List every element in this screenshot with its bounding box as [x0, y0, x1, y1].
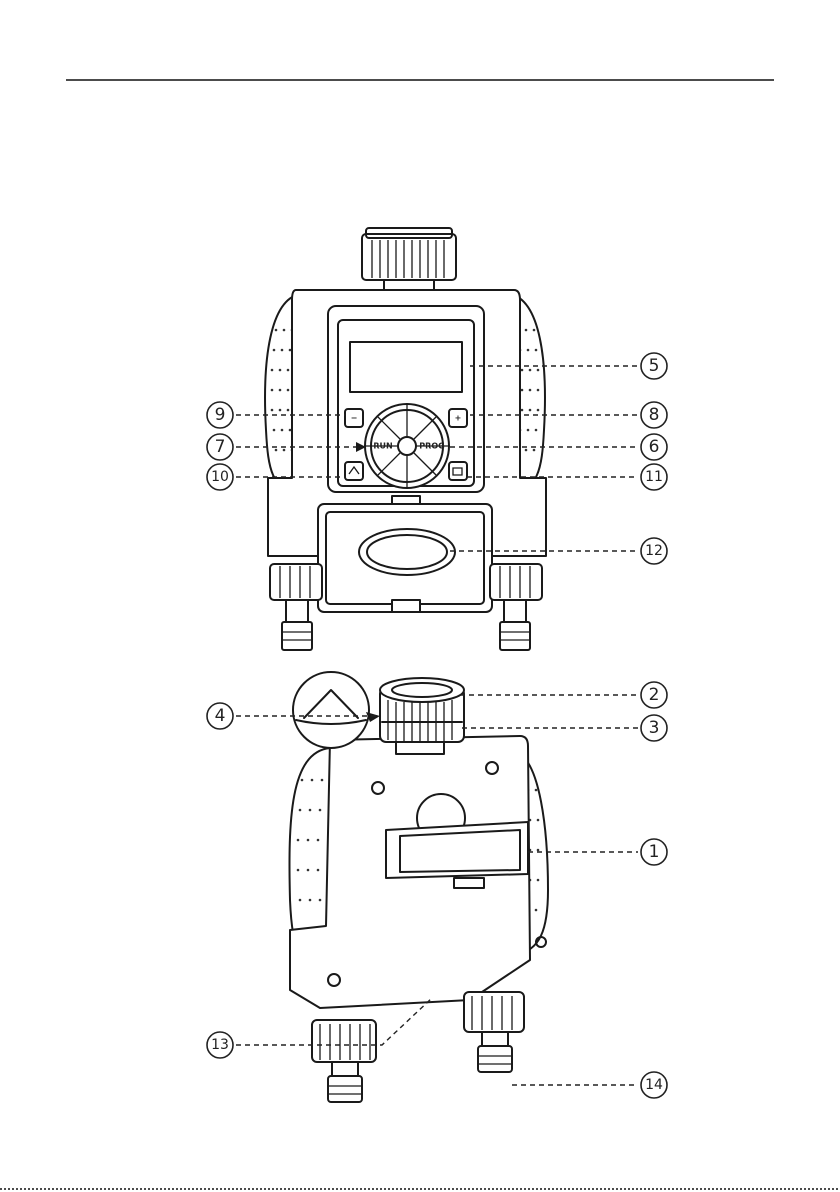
svg-text:3: 3 — [649, 718, 660, 738]
callout-9: 9 — [207, 402, 233, 428]
svg-text:4: 4 — [215, 706, 226, 726]
svg-text:5: 5 — [649, 356, 660, 376]
front-right-outlet — [490, 564, 542, 650]
callout-7: 7 — [207, 434, 233, 460]
back-right-outlet — [464, 992, 524, 1072]
channel-b-button[interactable] — [449, 462, 467, 480]
front-inlet-nut — [362, 228, 456, 298]
callout-13: 13 — [207, 1032, 233, 1058]
svg-text:8: 8 — [649, 405, 660, 425]
washer-detail — [293, 672, 369, 748]
callout-2: 2 — [641, 682, 667, 708]
front-view: − + — [265, 228, 546, 650]
back-left-outlet — [312, 1020, 376, 1102]
svg-text:9: 9 — [215, 405, 226, 425]
lcd-display — [350, 342, 462, 392]
minus-button[interactable]: − — [345, 409, 363, 427]
svg-text:13: 13 — [211, 1037, 229, 1053]
svg-text:14: 14 — [645, 1077, 663, 1093]
callout-10: 10 — [207, 464, 233, 490]
callout-6: 6 — [641, 434, 667, 460]
svg-text:11: 11 — [645, 469, 663, 485]
callout-3: 3 — [641, 715, 667, 741]
back-view — [289, 672, 548, 1102]
callout-4: 4 — [207, 703, 233, 729]
plus-button[interactable]: + — [449, 409, 467, 427]
svg-text:12: 12 — [645, 543, 663, 559]
svg-text:−: − — [351, 414, 358, 423]
callout-8: 8 — [641, 402, 667, 428]
svg-text:2: 2 — [649, 685, 660, 705]
callout-11: 11 — [641, 464, 667, 490]
svg-text:+: + — [455, 414, 462, 423]
callout-5: 5 — [641, 353, 667, 379]
callout-1: 1 — [641, 839, 667, 865]
svg-text:7: 7 — [215, 437, 226, 457]
channel-a-button[interactable] — [345, 462, 363, 480]
front-left-outlet — [270, 564, 322, 650]
svg-text:10: 10 — [211, 469, 229, 485]
battery-cover[interactable] — [318, 496, 492, 612]
prog-label: PROG — [419, 442, 444, 451]
svg-text:6: 6 — [649, 437, 660, 457]
back-inlet-nut — [380, 678, 464, 754]
callout-14: 14 — [641, 1072, 667, 1098]
callout-12: 12 — [641, 538, 667, 564]
run-label: RUN — [373, 442, 392, 451]
selector-dial[interactable]: RUN PROG — [365, 404, 449, 488]
svg-text:1: 1 — [649, 842, 660, 862]
